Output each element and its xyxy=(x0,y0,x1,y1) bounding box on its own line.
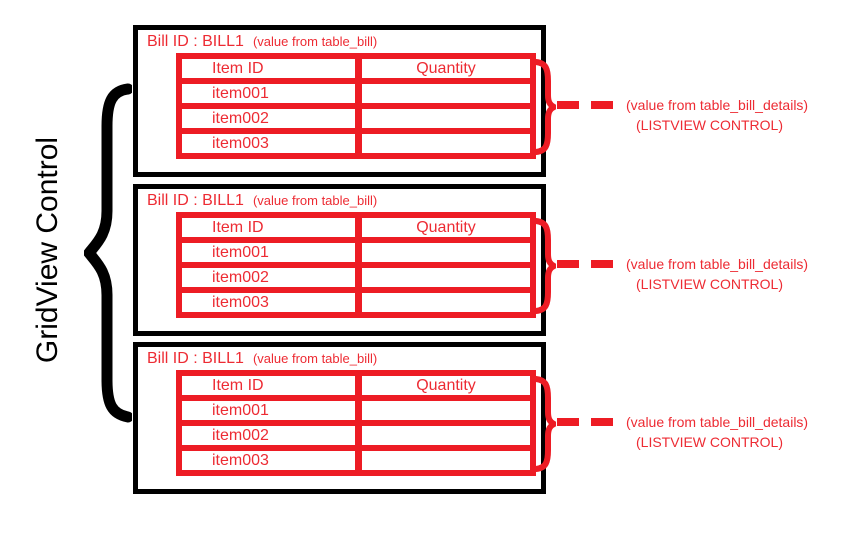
quantity-cell xyxy=(362,84,530,103)
quantity-cell xyxy=(362,451,530,470)
bill-header: Bill ID : BILL1 (value from table_bill) xyxy=(147,192,377,210)
listview-table-2: Item ID Quantity item001 item002 item003 xyxy=(176,212,536,318)
gridview-control-label: GridView Control xyxy=(31,136,64,364)
table-row: item002 xyxy=(182,426,530,445)
table-header-row: Item ID Quantity xyxy=(182,218,530,237)
annotation-control-line: (LISTVIEW CONTROL) xyxy=(636,117,784,133)
listview-annotation-3: (value from table_bill_details) (LISTVIE… xyxy=(626,413,808,451)
item-id-cell: item003 xyxy=(182,293,355,312)
col-header-quantity: Quantity xyxy=(362,376,530,395)
item-id-cell: item001 xyxy=(182,84,355,103)
bill-id-label: Bill ID : BILL1 xyxy=(147,192,244,209)
table-row: item003 xyxy=(182,451,530,470)
item-id-cell: item003 xyxy=(182,451,355,470)
table-row: item001 xyxy=(182,84,530,103)
col-header-item-id: Item ID xyxy=(182,218,355,237)
quantity-cell xyxy=(362,293,530,312)
bill-id-label: Bill ID : BILL1 xyxy=(147,350,244,367)
table-row: item003 xyxy=(182,293,530,312)
annotation-control-line: (LISTVIEW CONTROL) xyxy=(636,434,784,450)
listview-table-1: Item ID Quantity item001 item002 item003 xyxy=(176,53,536,159)
bill-panel-2: Bill ID : BILL1 (value from table_bill) I… xyxy=(133,184,546,336)
table-row: item001 xyxy=(182,243,530,262)
listview-brace-icon xyxy=(533,218,556,314)
bill-header: Bill ID : BILL1 (value from table_bill) xyxy=(147,33,377,51)
item-id-cell: item002 xyxy=(182,268,355,287)
annotation-source-line: (value from table_bill_details) xyxy=(626,414,809,430)
col-header-item-id: Item ID xyxy=(182,59,355,78)
bill-header: Bill ID : BILL1 (value from table_bill) xyxy=(147,350,377,368)
table-row: item001 xyxy=(182,401,530,420)
bill-panel-3: Bill ID : BILL1 (value from table_bill) I… xyxy=(133,342,546,494)
quantity-cell xyxy=(362,401,530,420)
gridview-brace-icon xyxy=(84,83,132,423)
dashed-connector xyxy=(557,260,617,268)
table-header-row: Item ID Quantity xyxy=(182,376,530,395)
bill-source-note: (value from table_bill) xyxy=(252,351,378,366)
table-header-row: Item ID Quantity xyxy=(182,59,530,78)
quantity-cell xyxy=(362,426,530,445)
quantity-cell xyxy=(362,109,530,128)
item-id-cell: item001 xyxy=(182,401,355,420)
dashed-connector xyxy=(557,101,617,109)
quantity-cell xyxy=(362,268,530,287)
bill-id-label: Bill ID : BILL1 xyxy=(147,33,244,50)
table-row: item002 xyxy=(182,109,530,128)
listview-brace-icon xyxy=(533,376,556,472)
table-row: item002 xyxy=(182,268,530,287)
listview-brace-icon xyxy=(533,59,556,155)
listview-annotation-2: (value from table_bill_details) (LISTVIE… xyxy=(626,255,808,293)
item-id-cell: item002 xyxy=(182,109,355,128)
bill-source-note: (value from table_bill) xyxy=(252,34,378,49)
col-header-quantity: Quantity xyxy=(362,59,530,78)
annotation-source-line: (value from table_bill_details) xyxy=(626,97,809,113)
col-header-quantity: Quantity xyxy=(362,218,530,237)
listview-table-3: Item ID Quantity item001 item002 item003 xyxy=(176,370,536,476)
table-row: item003 xyxy=(182,134,530,153)
annotation-source-line: (value from table_bill_details) xyxy=(626,256,809,272)
item-id-cell: item001 xyxy=(182,243,355,262)
quantity-cell xyxy=(362,134,530,153)
dashed-connector xyxy=(557,418,617,426)
bill-source-note: (value from table_bill) xyxy=(252,193,378,208)
item-id-cell: item003 xyxy=(182,134,355,153)
col-header-item-id: Item ID xyxy=(182,376,355,395)
annotation-control-line: (LISTVIEW CONTROL) xyxy=(636,276,784,292)
item-id-cell: item002 xyxy=(182,426,355,445)
bill-panel-1: Bill ID : BILL1 (value from table_bill) I… xyxy=(133,25,546,177)
listview-annotation-1: (value from table_bill_details) (LISTVIE… xyxy=(626,96,808,134)
quantity-cell xyxy=(362,243,530,262)
